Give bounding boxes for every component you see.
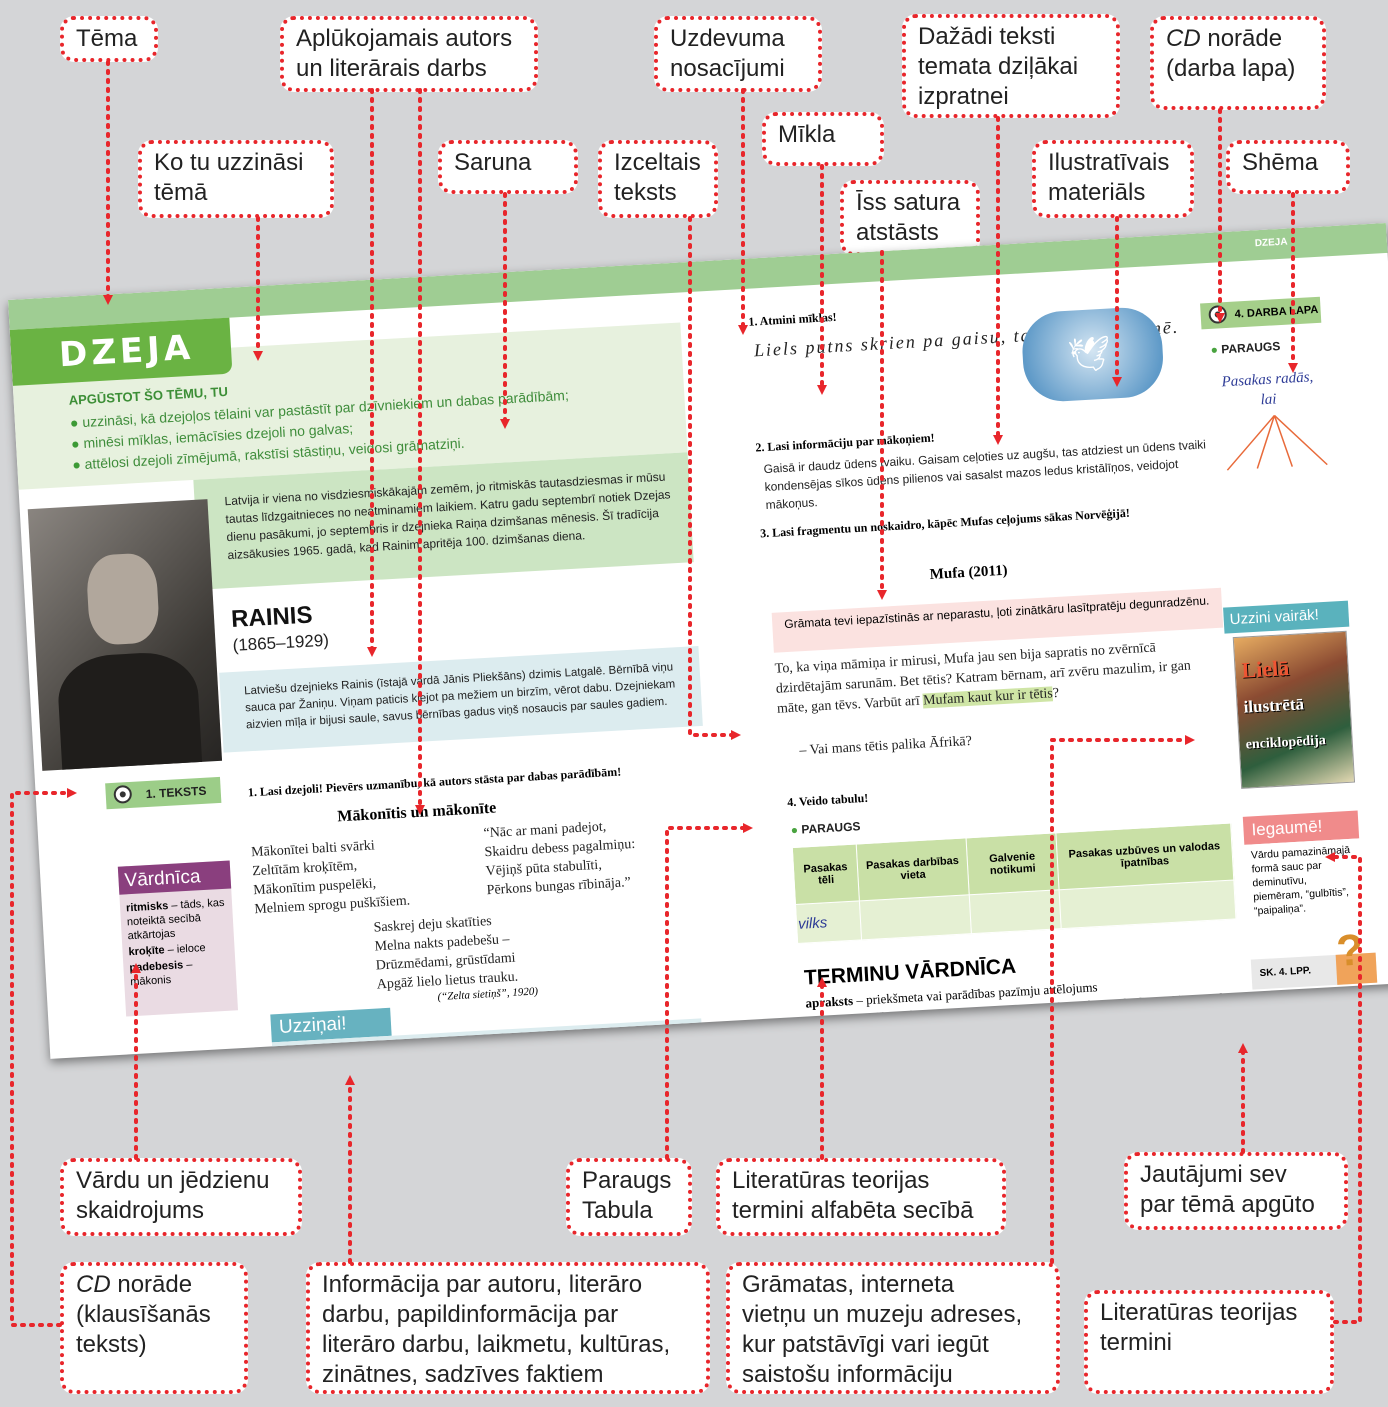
- poem-stanza-2: “Nāc ar mani padejot,Skaidru debess paga…: [483, 819, 636, 899]
- glossary-box: Vārdnīca ritmisks – tāds, kas noteiktā s…: [117, 860, 239, 1017]
- callout-tema: Tēma: [60, 16, 158, 62]
- scheme-diagram: [1226, 414, 1328, 471]
- remember-box: Vārdu pamazināmajā formā sauc par deminu…: [1244, 838, 1365, 935]
- worksheet-tag: 4. DARBA LAPA: [1200, 296, 1322, 330]
- poem-title: Mākonītis un mākonīte: [336, 799, 497, 826]
- example-table: Pasakas tēli Pasakas darbības vieta Galv…: [792, 823, 1237, 944]
- table-header: Pasakas uzbūves un valodas īpatnības: [1055, 823, 1234, 890]
- table-cell: [969, 889, 1061, 934]
- table-header: Pasakas tēli: [792, 844, 860, 905]
- callout-mikla: Mīkla: [762, 112, 884, 166]
- cd-icon: [1208, 305, 1228, 324]
- table-header: Galvenie notikumi: [966, 832, 1059, 895]
- author-bio: Latviešu dzejnieks Rainis (īstajā vārdā …: [219, 646, 703, 753]
- task-1-right: 1. Atmini mīklas!: [747, 309, 837, 329]
- textbook-page: DZEJA DZEJA APGŪSTOT ŠO TĒMU, TU uzzinās…: [8, 222, 1388, 1059]
- glossary-title: Vārdnīca: [117, 860, 232, 895]
- cloud-illustration: 🕊: [1020, 305, 1166, 404]
- highlighted-text: Mufam kaut kur ir tētis: [922, 686, 1054, 709]
- scheme-text: Pasakas radās, lai: [1221, 369, 1314, 409]
- table-cell: [859, 894, 972, 940]
- portrait-face: [85, 552, 161, 646]
- encyclopedia-cover: Lielā ilustrētā enciklopēdija: [1232, 630, 1356, 789]
- author-name: RAINIS: [230, 601, 314, 634]
- top-green-band: [8, 222, 1388, 330]
- callout-saruna: Saruna: [438, 140, 578, 194]
- learn-more-tag: Uzzini vairāk!: [1223, 600, 1350, 634]
- table-cell: vilks: [795, 900, 862, 944]
- callout-shema: Shēma: [1226, 140, 1350, 194]
- author-years: (1865–1929): [232, 630, 330, 655]
- cd-text-tag: 1. TEKSTS: [105, 776, 222, 810]
- portrait-suit: [56, 650, 203, 770]
- bird-icon: 🕊: [1066, 335, 1112, 375]
- glossary-entry: ritmisks – tāds, kas noteiktā secībā atk…: [125, 896, 225, 943]
- header-section-label: DZEJA: [1254, 236, 1288, 250]
- author-portrait: [27, 499, 223, 771]
- example-tag-margin: PARAUGS: [1210, 339, 1281, 357]
- glossary-entry: padebesis – mākonis: [129, 958, 193, 989]
- table-header: Pasakas darbības vieta: [856, 837, 970, 901]
- cd-icon: [113, 784, 133, 804]
- table-cell: [1058, 879, 1236, 929]
- cd-tag-label: 1. TEKSTS: [145, 783, 207, 802]
- mufa-dialog: – Vai mans tētis palika Āfrikā?: [798, 733, 973, 759]
- task-4-right: 4. Veido tabulu!: [786, 790, 869, 810]
- book-title: Mufa (2011): [929, 562, 1009, 583]
- example-tag: PARAUGS: [790, 819, 861, 837]
- callout-cd-darba: CD norāde(darba lapa): [1150, 16, 1326, 110]
- task-1-left: 1. Lasi dzejoli! Pievērs uzmanību, kā au…: [247, 764, 622, 800]
- question-mark-icon: ?: [1335, 925, 1365, 976]
